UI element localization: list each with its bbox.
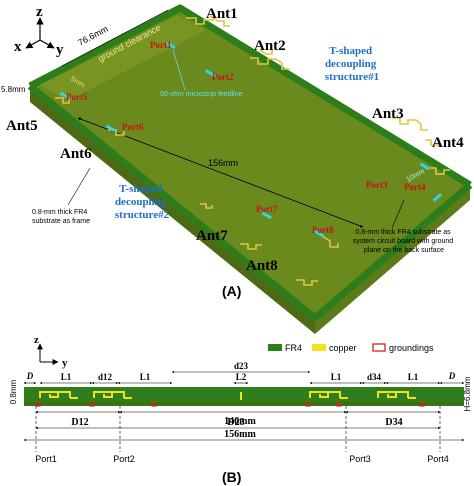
axis-y-label: y (56, 42, 64, 58)
port3-label: Port3 (366, 180, 388, 190)
width-dimension-line (61, 9, 169, 67)
ant6-label: Ant6 (60, 146, 92, 162)
ant1-label: Ant1 (206, 6, 238, 22)
ant2-label: Ant2 (254, 38, 286, 54)
ant7-label: Ant7 (196, 228, 228, 244)
dim-l2-label: L2 (236, 372, 247, 382)
decoupling-1-label: T-shaped decoupling structure#1 (325, 45, 379, 83)
legend-fr4-label: FR4 (285, 343, 302, 353)
dim-l1-b-label: L1 (140, 372, 151, 382)
dim-l1-c-label: L1 (331, 372, 342, 382)
antenna-labels: Ant1 Ant2 Ant3 Ant4 Ant5 Ant6 Ant7 Ant8 (6, 6, 464, 274)
axis-x-label: x (14, 39, 22, 55)
height-dimension-label: 5.8mm (1, 85, 26, 94)
dim-146mm-label: 146mm (224, 416, 256, 427)
legend-copper-label: copper (329, 343, 357, 353)
port8-label: Port8 (312, 225, 334, 235)
port1-label: Port1 (150, 40, 172, 50)
dim-big-d34-label: D34 (385, 417, 402, 428)
axis-y-label-b: y (62, 357, 68, 369)
dim-h-label: H=6.8mm (463, 376, 472, 411)
port2-label: Port2 (212, 72, 234, 82)
port4-b-label: Port4 (427, 454, 449, 464)
dim-d-right-label: D (448, 371, 456, 381)
port2-b-label: Port2 (113, 454, 135, 464)
legend: FR4 copper groundings (268, 343, 434, 353)
ant4-label: Ant4 (432, 135, 464, 151)
board-note: 0.8-mm thick FR4 substrate as system cir… (353, 229, 455, 254)
dim-08mm-label: 0.8mm (9, 379, 18, 404)
axis-z-label: z (36, 4, 43, 20)
dim-l1-d-label: L1 (408, 372, 419, 382)
panel-a-label: (A) (222, 283, 241, 299)
ant8-label: Ant8 (246, 258, 278, 274)
microstrip-note: 50-ohm microstrip feedline (160, 91, 243, 98)
port6-label: Port6 (122, 122, 144, 132)
dim-d34-label: d34 (367, 372, 382, 382)
ground-clearance-strip (40, 15, 205, 101)
frame-note: 0.8-mm thick FR4 substrate as frame (32, 209, 90, 225)
side-copper-patterns (39, 391, 416, 400)
port1-b-label: Port1 (35, 454, 57, 464)
port4-label: Port4 (404, 182, 426, 192)
side-groundings (35, 402, 425, 407)
decoupling-2-label: T-shaped decoupling structure#2 (115, 183, 170, 221)
dim-d-label: D (26, 371, 34, 381)
axes-2d: z y (34, 334, 68, 369)
board-note-leader (391, 199, 405, 229)
ant3-label: Ant3 (372, 106, 404, 122)
legend-groundings-label: groundings (389, 343, 434, 353)
frame-rim-top (28, 4, 472, 188)
port5-label: Port5 (66, 92, 88, 102)
axes-3d: z x y (14, 4, 64, 58)
side-board-strip (24, 387, 464, 406)
dim-d12-label: d12 (98, 372, 113, 382)
dim-big-d23-label: D23 (227, 417, 244, 428)
port-labels-b: Port1 Port2 Port3 Port4 (35, 454, 449, 464)
legend-copper-swatch (312, 344, 326, 351)
panel-b-label: (B) (222, 469, 241, 485)
port3-b-label: Port3 (349, 454, 371, 464)
length-dimension-line (77, 117, 364, 228)
axis-z-label-b: z (34, 334, 39, 346)
microstrip-leader (172, 49, 186, 91)
dim-big-d12-label: D12 (71, 417, 88, 428)
port-feeds (59, 41, 443, 238)
legend-fr4-swatch (268, 344, 282, 351)
ant5-label: Ant5 (6, 118, 38, 134)
dim-156mm-label: 156mm (224, 429, 256, 440)
port-labels-a: Port1 Port2 Port3 Port4 Port5 Port6 Port… (66, 40, 426, 235)
dim-l1-a-label: L1 (61, 372, 72, 382)
frame-note-leader (67, 167, 91, 206)
bottom-dimension-labels: D12 D23 D34 146mm 156mm (71, 416, 402, 440)
length-dimension-label: 156mm (208, 158, 238, 168)
top-dimensions (23, 370, 465, 385)
side-board-bottom (24, 402, 464, 405)
bottom-dimensions (23, 406, 465, 452)
panel-a: z x y 76.6mm 5.8mm 156mm 5mm 10mm ground… (1, 4, 473, 334)
dim-d23-label: d23 (234, 361, 249, 371)
copper-traces (55, 15, 450, 286)
legend-groundings-swatch (372, 343, 386, 352)
panel-b: z y FR4 copper groundings (9, 334, 472, 485)
port7-label: Port7 (256, 204, 278, 214)
top-dimension-labels: D L1 d12 L1 d23 L2 L1 d34 L1 D (26, 361, 456, 382)
